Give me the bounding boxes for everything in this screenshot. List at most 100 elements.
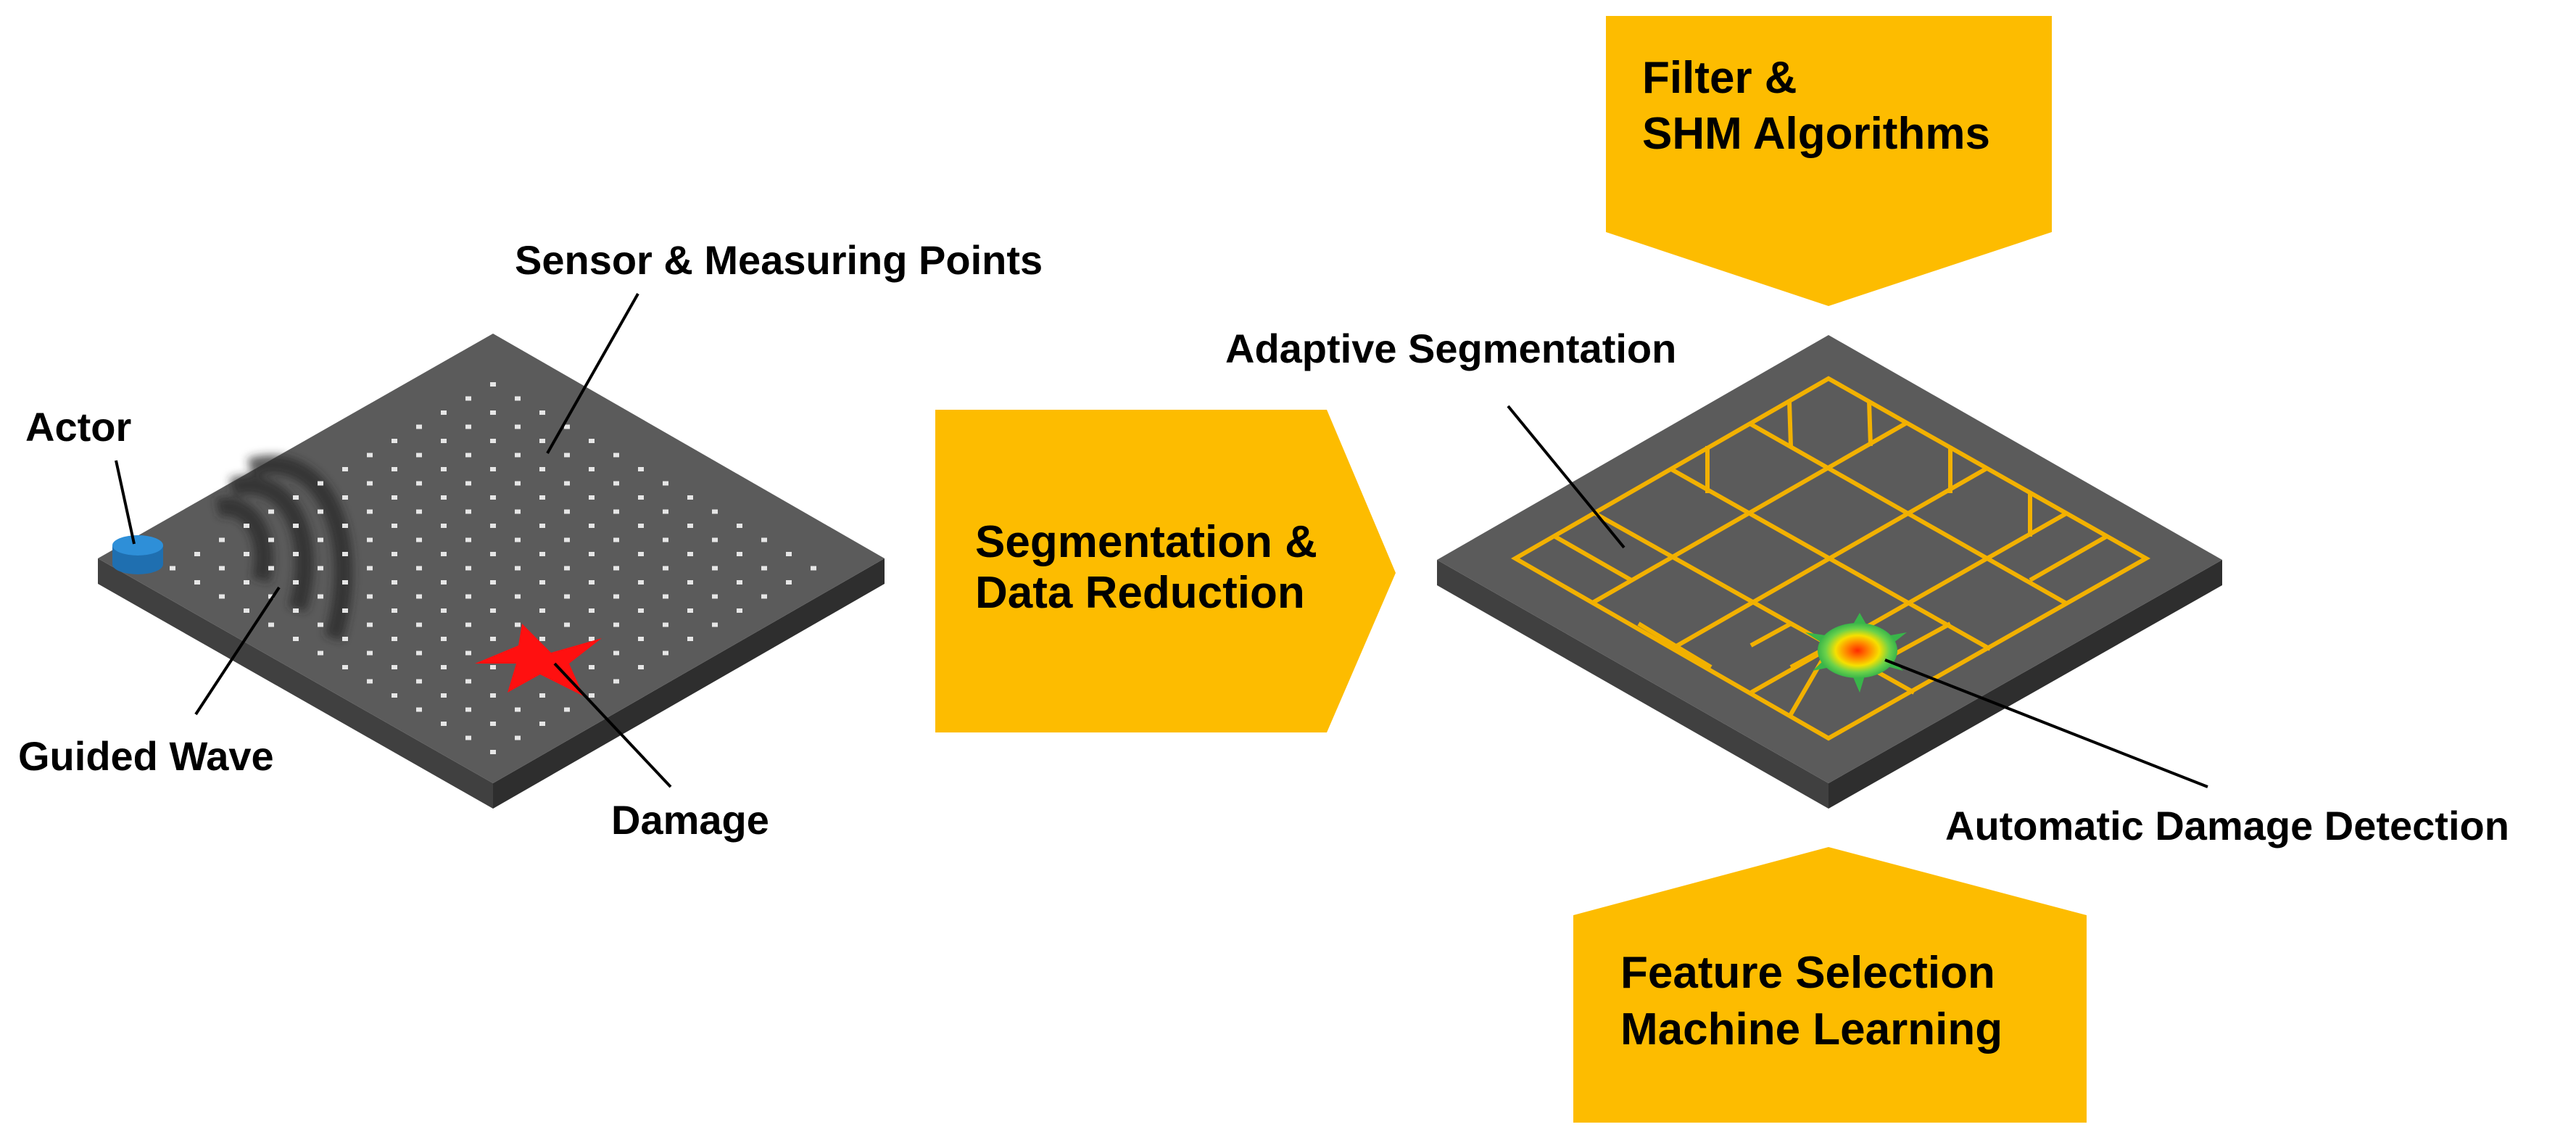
grid-line-c9 [1749, 622, 1792, 648]
sensor-point [293, 637, 299, 641]
guided-wave-arc-2 [229, 475, 314, 612]
sensor-point [786, 552, 792, 556]
sensor-point [539, 495, 545, 500]
sensor-point [490, 410, 496, 415]
sensor-point [392, 580, 397, 585]
sensor-point [638, 524, 644, 528]
sensor-point [539, 693, 545, 698]
sensor-point [613, 679, 619, 684]
sensor-point [244, 524, 249, 528]
sensor-point [342, 524, 348, 528]
sensor-point [441, 580, 447, 585]
sensor-point [564, 453, 570, 458]
sensor-point [318, 481, 323, 486]
sensor-point [589, 439, 595, 443]
grid-outer [1510, 376, 2151, 741]
sensor-point [367, 594, 373, 599]
sensor-point [638, 580, 644, 585]
sensor-point [737, 524, 742, 528]
sensor-point [465, 424, 471, 429]
sensor-point [613, 509, 619, 514]
sensor-point [293, 580, 299, 585]
sensor-point [564, 481, 570, 486]
guided-wave-arc-3 [247, 455, 353, 641]
sensor-point [539, 467, 545, 471]
sensor-point [416, 707, 422, 712]
sensor-point [613, 622, 619, 627]
sensor-point [441, 495, 447, 500]
sensor-point [219, 566, 225, 571]
sensor-point [737, 580, 742, 585]
sensor-point [638, 552, 644, 556]
sensor-point [490, 693, 496, 698]
sensor-point [638, 608, 644, 613]
sensor-point [589, 693, 595, 698]
sensor-point [441, 439, 447, 443]
leader-adaptive-segmentation [1507, 405, 1625, 549]
sensor-point [194, 552, 200, 556]
sensor-point [367, 453, 373, 458]
label-sensor-points: Sensor & Measuring Points [515, 237, 1043, 283]
sensor-point [564, 509, 570, 514]
sensor-point [194, 580, 200, 585]
left-plate-top [98, 334, 885, 783]
sensor-point [392, 495, 397, 500]
sensor-point [613, 453, 619, 458]
sensor-point [342, 637, 348, 641]
sensor-point [737, 552, 742, 556]
sensor-point [687, 552, 693, 556]
sensor-point [761, 537, 767, 542]
sensor-point [342, 467, 348, 471]
sensor-point [367, 481, 373, 486]
left-plate [98, 334, 885, 809]
sensor-point [318, 594, 323, 599]
sensor-point [589, 495, 595, 500]
sensor-point [268, 622, 274, 627]
sensor-point [638, 495, 644, 500]
sensor-point [465, 735, 471, 740]
sensor-point [564, 566, 570, 571]
sensor-point [268, 594, 274, 599]
sensor-point [465, 651, 471, 656]
sensor-point [761, 566, 767, 571]
grid-line-c2 [1867, 400, 1873, 447]
sensor-point [638, 637, 644, 641]
sensor-point [663, 537, 668, 542]
sensor-point [318, 651, 323, 656]
sensor-point [244, 552, 249, 556]
sensor-point [268, 509, 274, 514]
sensor-point [465, 566, 471, 571]
sensor-point [293, 608, 299, 613]
sensor-point [416, 651, 422, 656]
sensor-point [712, 622, 718, 627]
leader-sensor [546, 293, 639, 454]
sensor-point [465, 622, 471, 627]
sensor-point [589, 665, 595, 669]
sensor-point [638, 467, 644, 471]
sensor-point [441, 467, 447, 471]
sensor-point [490, 665, 496, 669]
sensor-point [539, 439, 545, 443]
leader-damage-detection [1884, 658, 2208, 788]
sensor-point [737, 608, 742, 613]
feature-line1: Feature Selection [1620, 948, 1995, 998]
sensor-point [515, 509, 521, 514]
sensor-point [515, 453, 521, 458]
feature-arrow [1573, 847, 2087, 1123]
sensor-point [786, 580, 792, 585]
label-guided-wave: Guided Wave [18, 733, 274, 779]
leader-actor [115, 460, 136, 545]
sensor-point [416, 566, 422, 571]
sensor-point [490, 637, 496, 641]
sensor-point [638, 665, 644, 669]
sensor-point [515, 424, 521, 429]
sensor-point [392, 637, 397, 641]
sensor-point [663, 651, 668, 656]
sensor-point [268, 566, 274, 571]
leader-damage [553, 662, 672, 788]
sensor-point [318, 509, 323, 514]
sensor-point [416, 679, 422, 684]
sensor-point [416, 509, 422, 514]
sensor-point [687, 637, 693, 641]
grid-line-b2 [1670, 466, 1988, 651]
